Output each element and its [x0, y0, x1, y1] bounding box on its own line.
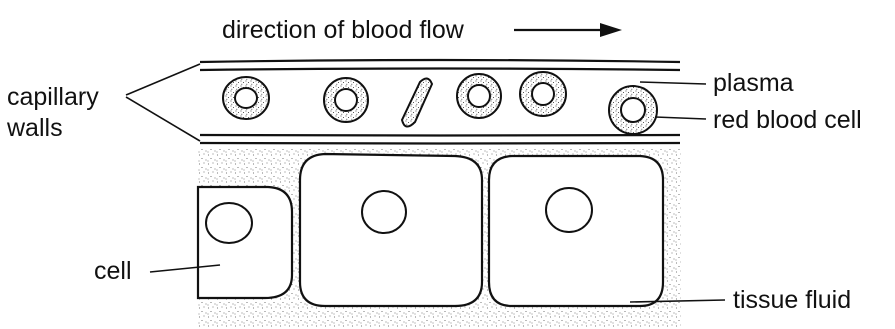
- red-blood-cell: [324, 78, 368, 122]
- direction-label: direction of blood flow: [222, 16, 465, 44]
- capillary-walls-label-line2: walls: [6, 114, 63, 142]
- red-blood-cell: [457, 74, 501, 118]
- red-blood-cell: [520, 72, 566, 116]
- cell-label: cell: [94, 257, 132, 285]
- tissue-cell-left: [198, 187, 292, 298]
- leader-plasma: [640, 82, 706, 84]
- arrow-right-icon: [514, 23, 622, 37]
- capillary-walls-label-line1: capillary: [7, 83, 99, 111]
- leader-red-blood-cell: [655, 117, 706, 119]
- nucleus: [362, 191, 406, 233]
- red-blood-cell: [223, 77, 269, 119]
- red-blood-cells: [223, 72, 657, 134]
- plasma-label: plasma: [713, 69, 794, 97]
- red-blood-cell-label: red blood cell: [713, 106, 862, 134]
- nucleus: [546, 188, 592, 232]
- red-blood-cell: [609, 86, 657, 134]
- capillary-wall-bottom: [200, 135, 680, 144]
- red-blood-cell-side-view: [402, 78, 432, 126]
- leader-capillary-bottom: [126, 97, 200, 141]
- tissue-fluid-label: tissue fluid: [733, 286, 851, 314]
- capillary-wall-top: [200, 60, 680, 70]
- nucleus: [206, 203, 252, 243]
- leader-capillary-top: [126, 64, 200, 95]
